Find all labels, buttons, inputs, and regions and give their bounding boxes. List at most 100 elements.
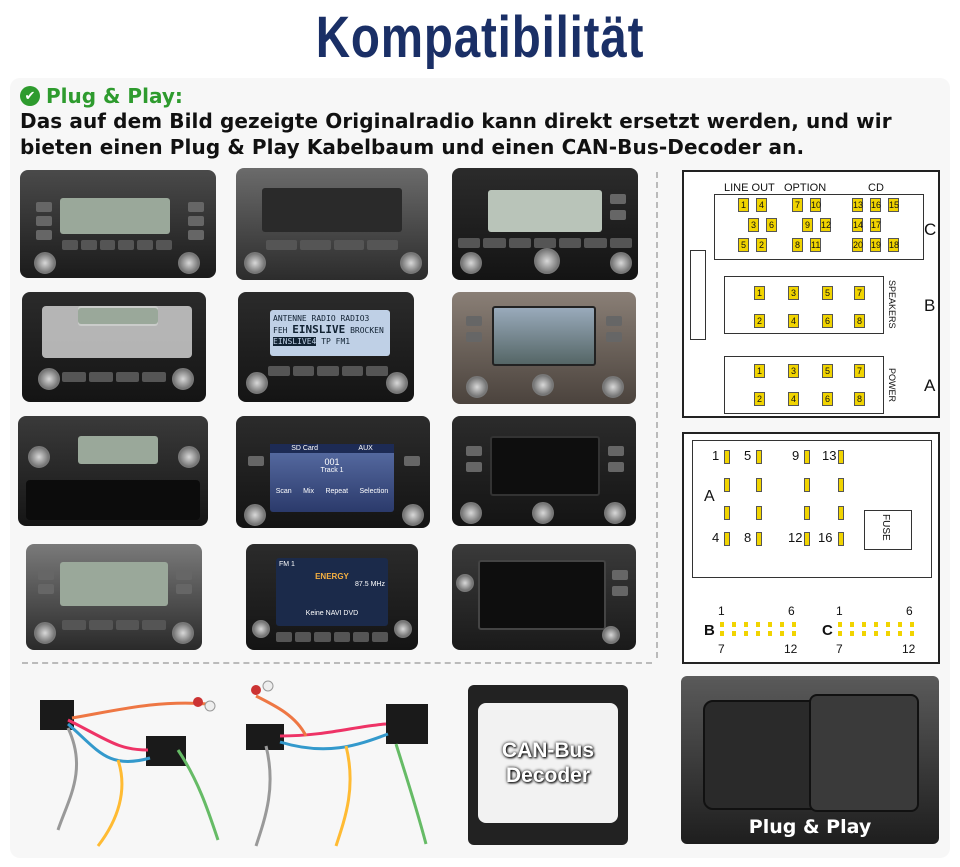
- scan-button[interactable]: Scan: [275, 488, 292, 495]
- sd-tab[interactable]: SD Card: [291, 445, 319, 452]
- pin-c: 19: [870, 238, 882, 252]
- pin: [724, 506, 730, 520]
- wiring-harness-image: [40, 697, 220, 847]
- pin-c: 20: [852, 238, 864, 252]
- pin-a: 6: [822, 392, 833, 406]
- decoder-line2: Decoder: [505, 764, 590, 787]
- c-label: C: [924, 220, 937, 239]
- pin-c: 5: [738, 238, 749, 252]
- pin-number: 4: [712, 530, 720, 545]
- repeat-button[interactable]: Repeat: [325, 488, 349, 495]
- pin-c: 3: [748, 218, 759, 232]
- radio-image: [452, 292, 636, 404]
- pin-b: 5: [822, 286, 833, 300]
- pin-c: 15: [888, 198, 900, 212]
- option-label: OPTION: [784, 182, 827, 194]
- lcd-text: EINSLIVE4: [273, 337, 317, 346]
- pin-b: 1: [754, 286, 765, 300]
- radio-image: [22, 292, 206, 402]
- fuse-label: FUSE: [880, 514, 891, 541]
- connector-shape: [809, 694, 919, 812]
- pin: [724, 532, 730, 546]
- plug-and-play-image: Plug & Play: [681, 676, 939, 844]
- vertical-divider: [656, 172, 658, 658]
- pin-b: 6: [822, 314, 833, 328]
- selection-button[interactable]: Selection: [359, 488, 389, 495]
- nav-band: FM 1: [279, 561, 295, 568]
- radio-image: [452, 544, 636, 650]
- b-row-mid: 6: [788, 604, 795, 618]
- pin-a: 7: [854, 364, 865, 378]
- pin-b: 4: [788, 314, 799, 328]
- radio-image: ANTENNE RADIO RADIO3 FEH EINSLIVE BROCKE…: [238, 292, 414, 402]
- pin: [804, 506, 810, 520]
- pin-c: 9: [802, 218, 813, 232]
- mix-button[interactable]: Mix: [303, 488, 315, 495]
- pin-number: 13: [822, 448, 837, 463]
- pin-a: 2: [754, 392, 765, 406]
- pin-a: 4: [788, 392, 799, 406]
- plug-description: Das auf dem Bild gezeigte Originalradio …: [20, 109, 892, 159]
- pin: [756, 478, 762, 492]
- radio-image: [20, 170, 216, 278]
- pin-c: 2: [756, 238, 767, 252]
- media-controls: Scan Mix Repeat Selection: [270, 488, 394, 495]
- pin-b: 7: [854, 286, 865, 300]
- pin-b: 8: [854, 314, 865, 328]
- lcd-line: EINSLIVE4 TP FM1: [273, 336, 387, 347]
- nav-status: Keine NAVI DVD: [305, 610, 359, 617]
- lcd-text: FEH: [273, 326, 288, 335]
- line-out-label: LINE OUT: [724, 182, 775, 194]
- pin: [756, 450, 762, 464]
- pin-c: 8: [792, 238, 803, 252]
- plug-heading: ✔ Plug & Play:: [20, 84, 183, 108]
- pin: [804, 478, 810, 492]
- radio-image: [452, 168, 638, 280]
- c-row-start: 1: [836, 604, 843, 618]
- b-label: B: [924, 296, 936, 315]
- radio-image: FM 1 ENERGY 87.5 MHz Keine NAVI DVD: [246, 544, 418, 650]
- lcd-line: FEH EINSLIVE BROCKEN: [273, 324, 387, 336]
- b-row-low-end: 12: [784, 642, 798, 656]
- pin-c: 18: [888, 238, 900, 252]
- pin-a: 1: [754, 364, 765, 378]
- radio-image: [18, 416, 208, 526]
- lcd-text: TP: [321, 337, 331, 346]
- pin-c: 13: [852, 198, 864, 212]
- b-row-pins: [720, 622, 796, 636]
- connector-diagram-bottom: A FUSE 1 5 9 13 4 8 12 16 1 6 B 7 12 1 6…: [682, 432, 940, 664]
- aux-tab[interactable]: AUX: [358, 445, 373, 452]
- c-row-pins: [838, 622, 914, 636]
- pin: [724, 478, 730, 492]
- sd-tabs: SD Card AUX: [270, 444, 394, 453]
- pin: [724, 450, 730, 464]
- connector-diagram-top: LINE OUT OPTION CD C SPEAKERS B POWER A …: [682, 170, 940, 418]
- pin-c: 7: [792, 198, 803, 212]
- track-name: Track 1: [320, 467, 344, 474]
- lcd-text: ANTENNE: [273, 314, 307, 323]
- track-number: 001: [324, 457, 340, 467]
- pin: [804, 532, 810, 546]
- c-row-mid: 6: [906, 604, 913, 618]
- speakers-label: SPEAKERS: [887, 280, 897, 329]
- pin: [838, 478, 844, 492]
- b-row-low-start: 7: [718, 642, 725, 656]
- lcd-line: ANTENNE RADIO RADIO3: [273, 313, 387, 324]
- pin-number: 1: [712, 448, 720, 463]
- radio-image: [236, 168, 428, 280]
- c-row-low-start: 7: [836, 642, 843, 656]
- pin-number: 12: [788, 530, 803, 545]
- radio-image: SD Card AUX 001 Track 1 Scan Mix Repeat Sele…: [236, 416, 430, 528]
- b-row-label: B: [704, 622, 715, 639]
- lcd-text: BROCKEN: [350, 326, 384, 335]
- plug-heading-text: Plug & Play:: [46, 84, 183, 108]
- lcd-text: RADIO: [311, 314, 336, 323]
- page-title: Kompatibilität: [315, 5, 645, 70]
- horizontal-divider: [22, 662, 652, 664]
- bottom-a-label: A: [704, 488, 715, 505]
- c-row-label: C: [822, 622, 833, 639]
- pin-c: 16: [870, 198, 882, 212]
- pin: [756, 506, 762, 520]
- pin-a: 5: [822, 364, 833, 378]
